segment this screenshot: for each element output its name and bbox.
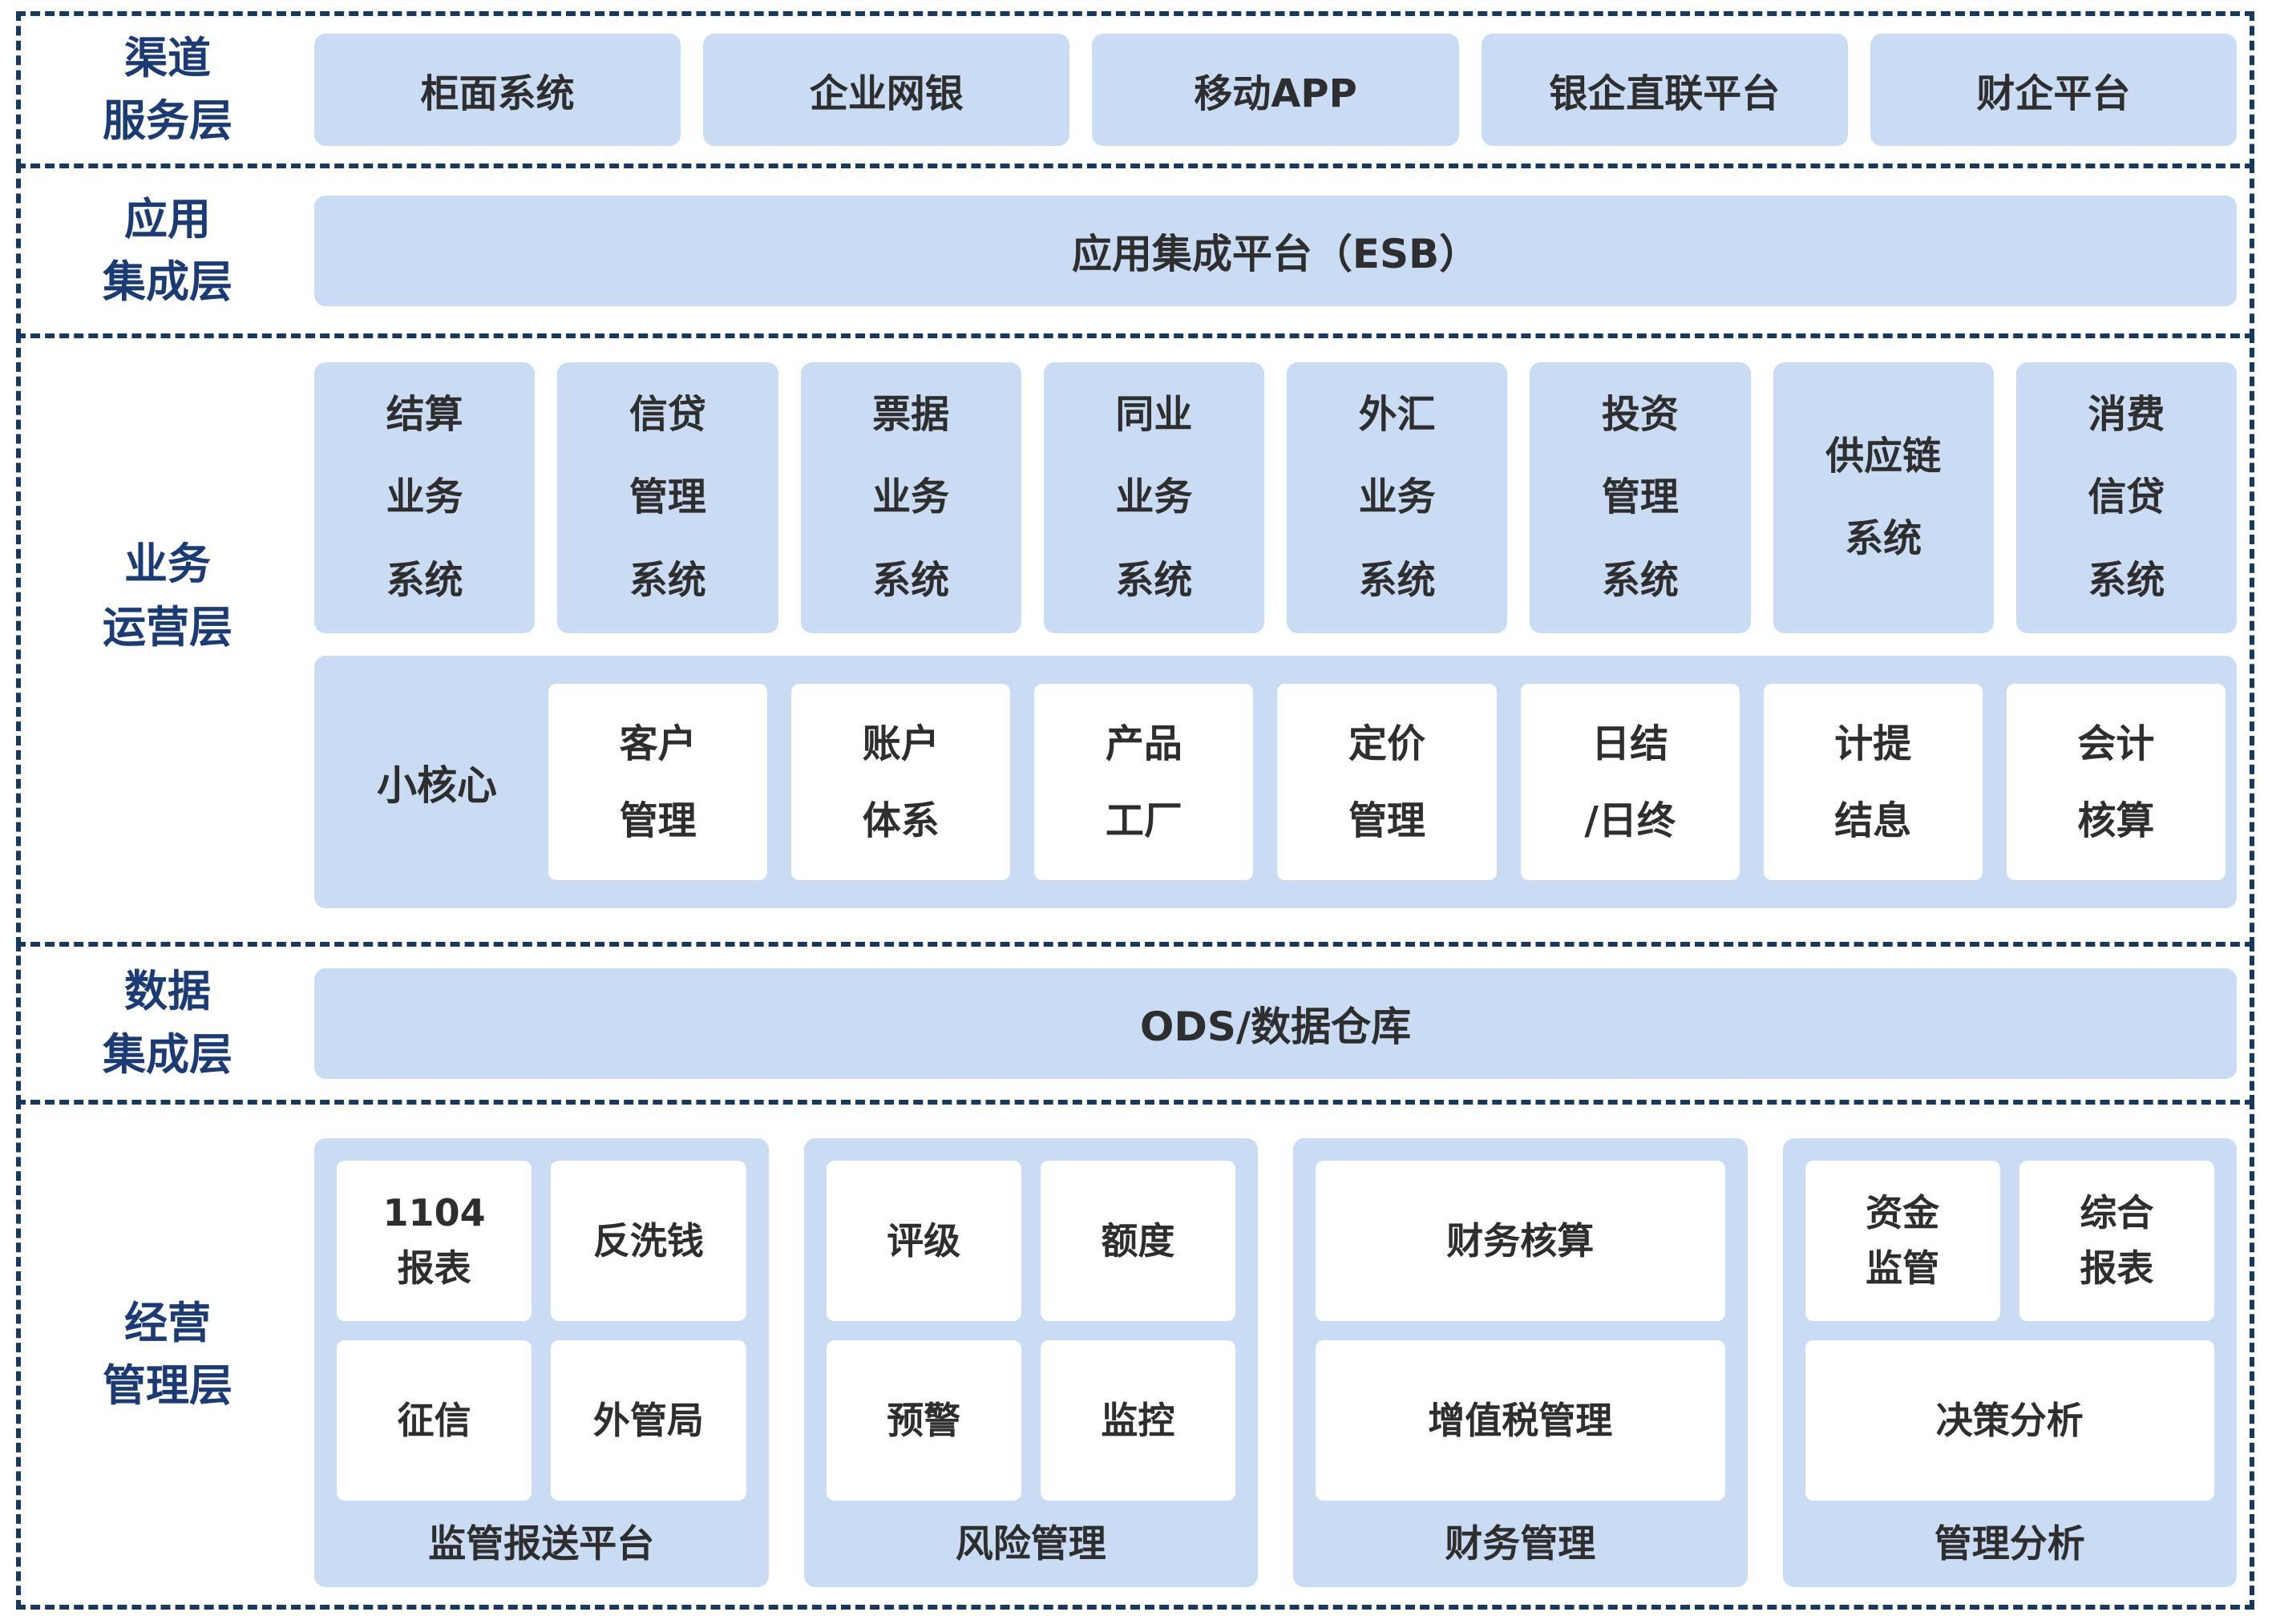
ods-platform-box: ODS/数据仓库 [314,968,2237,1079]
layer-business-operation: 业务 运营层 结算 业务 系统 信贷 管理 系统 票据 业务 系统 同业 业务 … [16,333,2254,947]
layer-data-integration: 数据 集成层 ODS/数据仓库 [16,942,2254,1105]
layer-management: 经营 管理层 1104 报表 反洗钱 征信 外管局 监管报送平台 评级 额度 预… [16,1100,2254,1610]
mgmt-group-grid: 评级 额度 预警 监控 [826,1161,1235,1501]
mgmt-box-financial-accounting: 财务核算 [1316,1161,1725,1321]
core-module-customer: 客户 管理 [548,684,768,880]
system-box-credit: 信贷 管理 系统 [557,362,778,633]
esb-platform-box: 应用集成平台（ESB） [314,196,2237,306]
system-box-investment: 投资 管理 系统 [1530,362,1751,633]
mgmt-box-monitoring: 监控 [1040,1340,1235,1501]
core-module-accrual: 计提 结息 [1763,684,1983,880]
mgmt-group-regulatory-reporting: 1104 报表 反洗钱 征信 外管局 监管报送平台 [314,1138,769,1587]
channel-box-ebank: 企业网银 [703,34,1070,146]
mgmt-box-vat: 增值税管理 [1316,1340,1725,1501]
business-operation-content: 结算 业务 系统 信贷 管理 系统 票据 业务 系统 同业 业务 系统 外汇 业… [314,338,2250,942]
mgmt-box-decision-analysis: 决策分析 [1805,1340,2214,1501]
mgmt-box-1104-report: 1104 报表 [337,1161,532,1321]
core-module-product-factory: 产品 工厂 [1034,684,1254,880]
ods-row: ODS/数据仓库 [314,947,2250,1100]
layer-channel-service: 渠道 服务层 柜面系统 企业网银 移动APP 银企直联平台 财企平台 [16,11,2254,168]
mgmt-group-grid: 财务核算 增值税管理 [1316,1161,1725,1501]
mgmt-group-caption-analysis: 管理分析 [1934,1522,2085,1566]
channel-box-bank-enterprise: 银企直联平台 [1481,34,1848,146]
channel-box-mobile-app: 移动APP [1092,34,1459,146]
channel-box-finance-enterprise: 财企平台 [1870,34,2238,146]
mgmt-box-comprehensive-report: 综合 报表 [2019,1161,2214,1321]
system-box-interbank: 同业 业务 系统 [1043,362,1264,633]
channel-box-counter: 柜面系统 [314,34,681,146]
system-box-settlement: 结算 业务 系统 [314,362,536,633]
mgmt-group-finance: 财务核算 增值税管理 财务管理 [1293,1138,1748,1587]
channel-boxes-row: 柜面系统 企业网银 移动APP 银企直联平台 财企平台 [314,16,2250,164]
core-label: 小核心 [377,762,497,809]
core-module-accounting: 会计 核算 [2006,684,2226,880]
mgmt-group-caption-risk: 风险管理 [955,1522,1106,1566]
mgmt-group-analysis: 资金 监管 综合 报表 决策分析 管理分析 [1782,1138,2237,1587]
architecture-diagram: 渠道 服务层 柜面系统 企业网银 移动APP 银企直联平台 财企平台 应用 集成… [16,11,2254,1610]
mgmt-box-quota: 额度 [1040,1161,1235,1321]
mgmt-group-grid: 资金 监管 综合 报表 决策分析 [1805,1161,2214,1501]
mgmt-group-grid: 1104 报表 反洗钱 征信 外管局 [337,1161,746,1501]
mgmt-group-caption-regulatory: 监管报送平台 [428,1522,655,1566]
layer-label-channel: 渠道 服务层 [103,32,232,146]
system-box-bills: 票据 业务 系统 [800,362,1021,633]
mgmt-box-aml: 反洗钱 [551,1161,746,1321]
mgmt-box-early-warning: 预警 [826,1340,1021,1501]
layer-label-data-integration: 数据 集成层 [103,966,232,1080]
core-modules-row: 客户 管理 账户 体系 产品 工厂 定价 管理 日结 /日终 计提 结息 会计 … [548,684,2226,880]
system-box-forex: 外汇 业务 系统 [1287,362,1508,633]
esb-row: 应用集成平台（ESB） [314,168,2250,333]
layer-label-management: 经营 管理层 [103,1297,232,1411]
core-module-account: 账户 体系 [791,684,1011,880]
management-groups-row: 1104 报表 反洗钱 征信 外管局 监管报送平台 评级 额度 预警 监控 风险… [314,1105,2250,1605]
mgmt-box-fund-supervision: 资金 监管 [1805,1161,2000,1321]
mgmt-group-caption-finance: 财务管理 [1445,1522,1596,1566]
layer-app-integration: 应用 集成层 应用集成平台（ESB） [16,164,2254,338]
core-module-pricing: 定价 管理 [1277,684,1497,880]
system-box-supply-chain: 供应链 系统 [1773,362,1994,633]
business-systems-row: 结算 业务 系统 信贷 管理 系统 票据 业务 系统 同业 业务 系统 外汇 业… [314,362,2237,633]
mgmt-box-credit-reference: 征信 [337,1340,532,1501]
core-container: 小核心 客户 管理 账户 体系 产品 工厂 定价 管理 日结 /日终 计提 结息… [314,656,2237,908]
mgmt-box-safe: 外管局 [551,1340,746,1501]
layer-label-business-operation: 业务 运营层 [103,539,232,652]
system-box-consumer-credit: 消费 信贷 系统 [2015,362,2237,633]
layer-label-app-integration: 应用 集成层 [103,193,232,307]
mgmt-group-risk: 评级 额度 预警 监控 风险管理 [803,1138,1258,1587]
core-module-eod: 日结 /日终 [1520,684,1740,880]
mgmt-box-rating: 评级 [826,1161,1021,1321]
